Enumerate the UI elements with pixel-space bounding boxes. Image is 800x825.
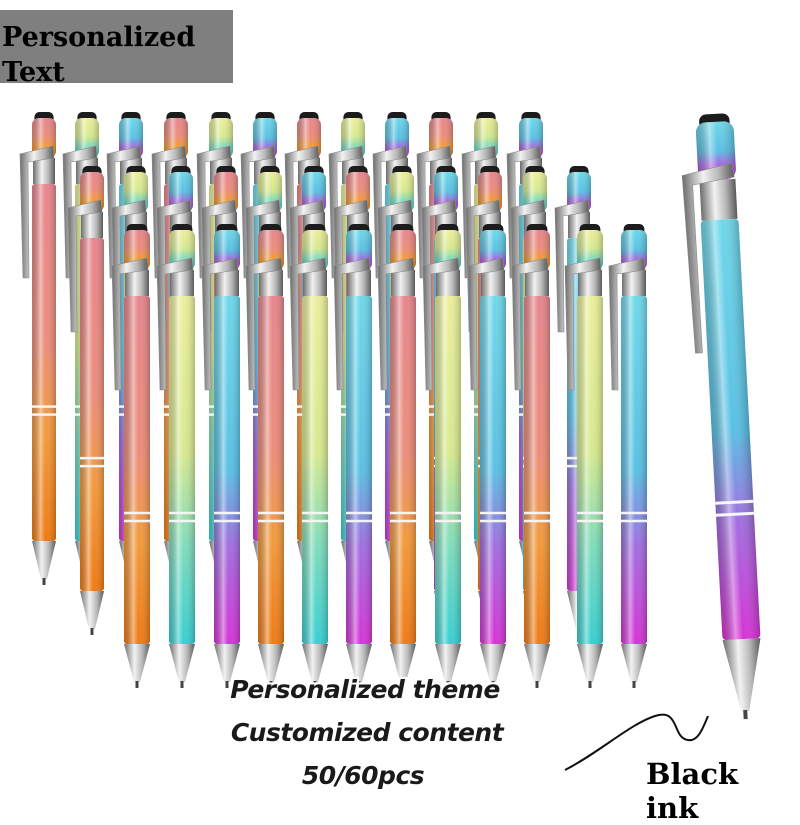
caption-theme: Personalized theme bbox=[230, 675, 500, 704]
pen bbox=[289, 224, 328, 688]
pen bbox=[608, 224, 647, 688]
pen bbox=[19, 112, 56, 585]
pen-display bbox=[19, 112, 761, 771]
caption-quantity: 50/60pcs bbox=[301, 761, 425, 790]
ink-label: Black ink bbox=[646, 757, 739, 825]
pen bbox=[333, 224, 372, 688]
pen bbox=[111, 224, 150, 688]
pen bbox=[201, 224, 240, 688]
pen bbox=[245, 224, 284, 688]
pen bbox=[156, 224, 195, 688]
pen bbox=[377, 224, 416, 688]
pen bbox=[511, 224, 550, 688]
personalized-text-label: Personalized Text bbox=[0, 10, 233, 88]
label-line-1: Personalized bbox=[2, 22, 196, 53]
featured-pen bbox=[681, 113, 761, 720]
label-line-2: Text bbox=[2, 57, 65, 88]
personalized-text-title: Personalized Text bbox=[2, 20, 232, 90]
ink-scribble bbox=[564, 713, 709, 771]
pen bbox=[564, 224, 603, 688]
caption-content: Customized content bbox=[230, 718, 504, 747]
pen bbox=[67, 166, 104, 635]
pen bbox=[422, 224, 461, 688]
pen bbox=[467, 224, 506, 688]
